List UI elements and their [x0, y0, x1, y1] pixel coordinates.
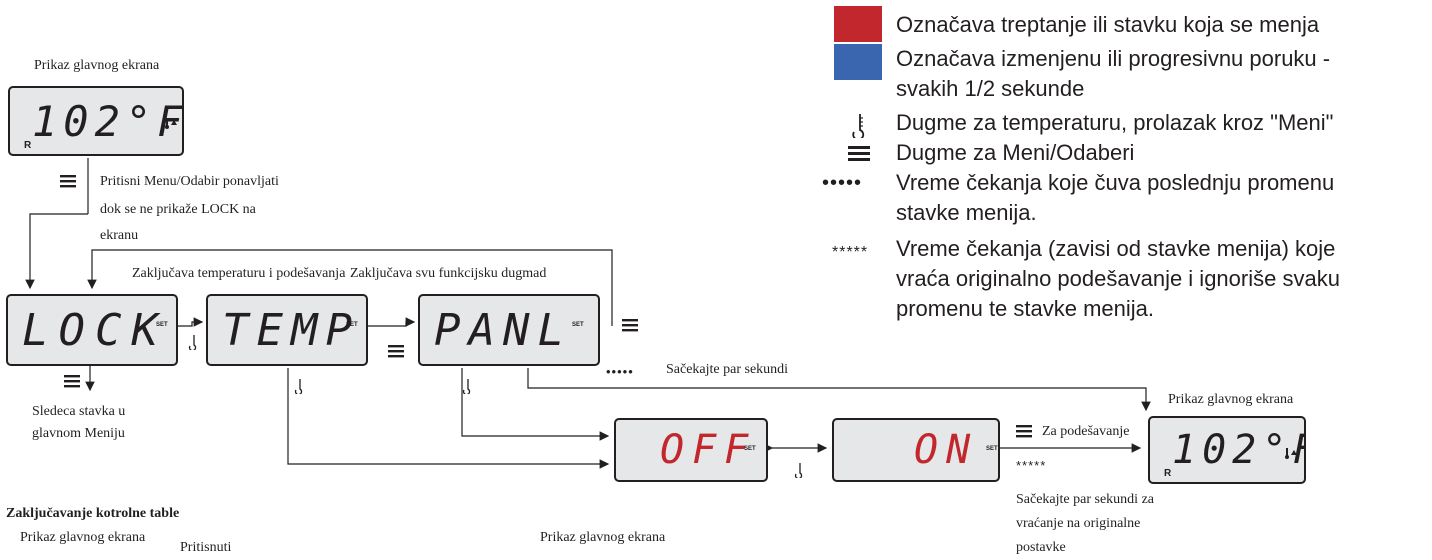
arrow-to-lock	[25, 213, 88, 290]
thermometer-icon	[165, 118, 177, 129]
arrow-loop-lock	[87, 249, 613, 326]
set-tag-off: SET	[744, 446, 756, 452]
lcd-temp: TEMP SET	[206, 294, 368, 366]
temp-button-icon-toggle	[794, 463, 803, 478]
lcd-main-top-text: 102°F	[32, 96, 184, 146]
label-press-menu-2: dok se ne prikaže LOCK na	[100, 202, 256, 217]
legend-blue-text-2: svakih 1/2 sekunde	[896, 76, 1085, 101]
label-next-item-2: glavnom Meniju	[32, 426, 125, 441]
arrow-lock-temp	[178, 317, 204, 327]
menu-button-icon-5	[1016, 425, 1032, 438]
legend-stars-text-2: vraća originalno podešavanje i ignoriše …	[896, 266, 1340, 291]
label-next-item-1: Sledeca stavka u	[32, 404, 126, 419]
legend-dots-text-2: stavke menija.	[896, 200, 1037, 225]
lcd-lock-text: LOCK	[22, 304, 168, 356]
legend-stars-symbol: *****	[832, 244, 869, 261]
label-for-setting: Za podešavanje	[1042, 424, 1130, 439]
set-tag-lock: SET	[156, 322, 168, 328]
temp-button-icon-panl	[462, 379, 471, 394]
arrow-wait	[527, 368, 1151, 412]
label-main-screen-top: Prikaz glavnog ekrana	[34, 58, 160, 73]
legend-dots-text-1: Vreme čekanja koje čuva poslednju promen…	[896, 170, 1335, 195]
lcd-off: OFF SET	[614, 418, 768, 482]
label-lock-temp: Zaključava temperaturu i podešavanja	[132, 266, 346, 281]
label-wait-revert-1: Sačekajte par sekundi za	[1016, 492, 1154, 507]
legend-stars-text-3: promenu te stavke menija.	[896, 296, 1155, 321]
label-main-screen-left-bottom: Prikaz glavnog ekrana	[20, 530, 146, 545]
section-title: Zaključavanje kotrolne table	[6, 506, 180, 521]
legend-dots-symbol: •••••	[822, 172, 863, 194]
legend-red-swatch	[834, 6, 882, 42]
lcd-lock: LOCK SET	[6, 294, 178, 366]
dots-symbol-wait: •••••	[606, 364, 634, 379]
indicator-r: R	[24, 140, 32, 151]
label-press-menu-1: Pritisni Menu/Odabir ponavljati	[100, 174, 279, 189]
set-tag-panl: SET	[572, 322, 584, 328]
label-main-screen-right: Prikaz glavnog ekrana	[1168, 392, 1294, 407]
menu-button-icon-1	[60, 175, 76, 188]
label-press-bottom: Pritisnuti	[180, 540, 232, 555]
lcd-main-right: 102°F R	[1148, 416, 1306, 484]
temp-button-icon-temp	[294, 379, 303, 394]
label-press-menu-3: ekranu	[100, 228, 139, 243]
set-tag-temp: SET	[346, 322, 358, 328]
lcd-on: ON SET	[832, 418, 1000, 482]
menu-button-icon-3	[622, 319, 638, 332]
arrow-temp-off	[287, 368, 610, 469]
set-tag-on: SET	[986, 446, 998, 452]
stars-symbol-revert: *****	[1016, 458, 1047, 473]
legend-menu-text: Dugme za Meni/Odaberi	[896, 140, 1135, 165]
menu-button-icon-4	[64, 375, 80, 388]
legend-blue-swatch	[834, 44, 882, 80]
lcd-main-right-text: 102°F	[1172, 427, 1304, 473]
label-wait-revert-2: vraćanje na originalne	[1016, 516, 1141, 531]
legend-stars-text-1: Vreme čekanja (zavisi od stavke menija) …	[896, 236, 1336, 261]
indicator-r-right: R	[1164, 468, 1172, 479]
legend-red-text: Označava treptanje ili stavku koja se me…	[896, 12, 1320, 37]
arrow-temp-panl	[368, 317, 416, 327]
label-wait-seconds: Sačekajte par sekundi	[666, 362, 789, 377]
lcd-on-text: ON	[914, 427, 979, 473]
temperature-button-icon	[852, 114, 865, 138]
lcd-main-top: 102°F R	[8, 86, 184, 156]
legend-blue-text-1: Označava izmenjenu ili progresivnu poruk…	[896, 46, 1331, 71]
lcd-temp-text: TEMP	[222, 304, 360, 356]
label-lock-panel: Zaključava svu funkcijsku dugmad	[350, 266, 547, 281]
lcd-panl-text: PANL	[434, 304, 572, 356]
menu-button-icon	[848, 146, 870, 161]
lcd-panl: PANL SET	[418, 294, 600, 366]
lcd-off-text: OFF	[660, 427, 757, 473]
temp-button-icon-lock	[188, 335, 197, 350]
label-wait-revert-3: postavke	[1016, 540, 1066, 555]
thermometer-icon-right	[1285, 448, 1297, 459]
arrow-panl-off	[461, 368, 610, 441]
legend-temp-text: Dugme za temperaturu, prolazak kroz "Men…	[896, 110, 1334, 135]
label-main-screen-mid-bottom: Prikaz glavnog ekrana	[540, 530, 666, 545]
menu-button-icon-2	[388, 345, 404, 358]
